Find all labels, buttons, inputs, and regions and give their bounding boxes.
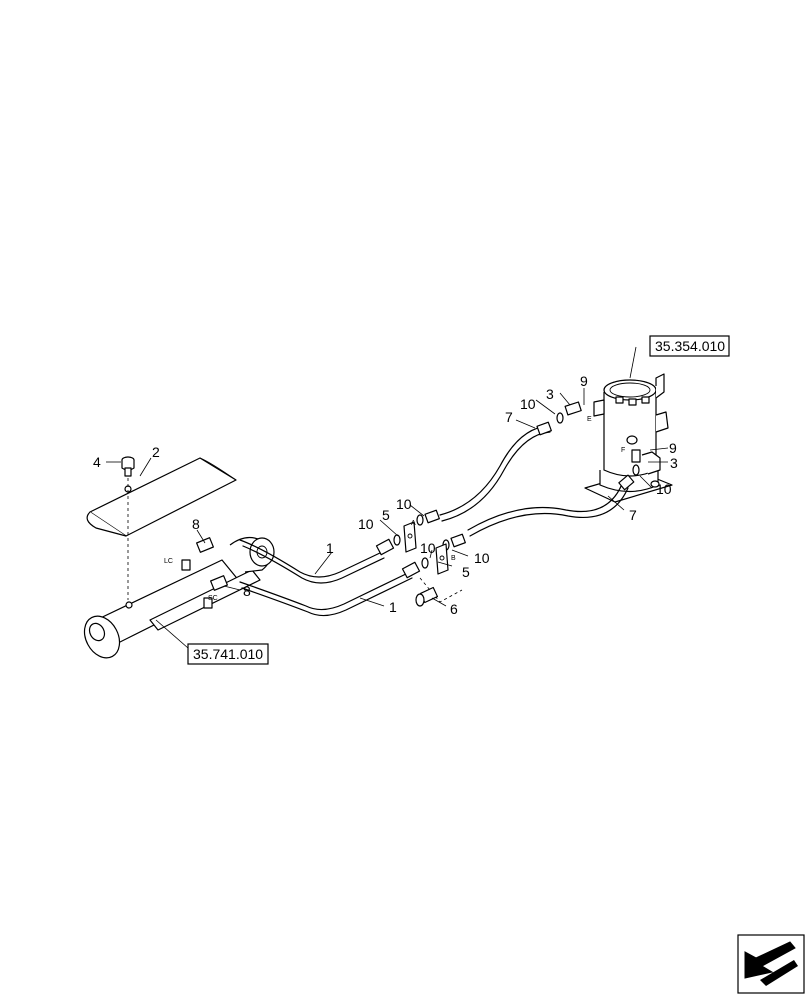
callout-10-swivel: 10 (656, 481, 672, 497)
callout-1-upper: 1 (326, 540, 334, 556)
callout-8-upper: 8 (192, 516, 200, 532)
callout-1-lower: 1 (389, 599, 397, 615)
reference-box-bottom[interactable]: 35.741.010 (187, 643, 269, 665)
port-label-lc: LC (164, 558, 173, 565)
cylinder-cover (86, 457, 237, 537)
port-label-e: E (587, 416, 592, 423)
reference-box-top[interactable]: 35.354.010 (649, 335, 730, 357)
callout-9-upper: 9 (580, 373, 588, 389)
callout-10-left: 10 (358, 516, 374, 532)
callout-7-lower: 7 (629, 507, 637, 523)
callout-7-upper: 7 (505, 409, 513, 425)
bolt-part-6 (415, 586, 439, 607)
callout-4: 4 (93, 454, 101, 470)
callout-5-right: 5 (462, 564, 470, 580)
callout-10-top: 10 (520, 396, 536, 412)
callout-6: 6 (450, 601, 458, 617)
bracket-dash (419, 577, 463, 603)
orientation-arrow-icon[interactable] (737, 934, 805, 994)
port-labels: LC SC A B E F (164, 416, 625, 602)
callout-2: 2 (152, 444, 160, 460)
callouts: 1 1 2 3 3 4 5 5 6 7 7 8 8 9 9 10 10 10 1… (93, 373, 678, 617)
callout-8-lower: 8 (243, 583, 251, 599)
callout-5-left: 5 (382, 507, 390, 523)
port-label-b: B (451, 555, 456, 562)
brackets (403, 521, 449, 575)
port-label-f: F (621, 447, 625, 454)
port-label-sc: SC (208, 595, 218, 602)
bolt-part-4 (121, 456, 135, 477)
hose-lines (239, 425, 629, 617)
callout-9-lower: 9 (669, 440, 677, 456)
callout-10-upper: 10 (396, 496, 412, 512)
port-label-a: A (411, 520, 416, 527)
fittings (181, 401, 641, 609)
leader-lines (106, 346, 669, 649)
reference-top-text: 35.354.010 (655, 338, 725, 354)
reference-bottom-text: 35.741.010 (193, 646, 263, 662)
callout-10-right: 10 (474, 550, 490, 566)
callout-10-middle: 10 (420, 540, 436, 556)
callout-3-lower: 3 (670, 455, 678, 471)
callout-3-upper: 3 (546, 386, 554, 402)
